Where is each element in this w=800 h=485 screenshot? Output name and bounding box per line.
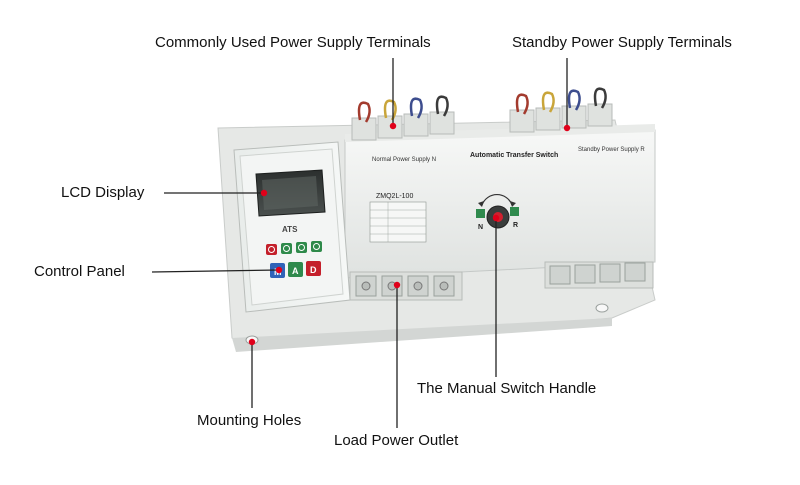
- callout-manual-handle: The Manual Switch Handle: [417, 380, 597, 397]
- red-markers: [248, 122, 571, 346]
- led-button-icon[interactable]: [296, 242, 307, 253]
- callout-mounting-holes: Mounting Holes: [197, 412, 302, 429]
- main-title-label: Automatic Transfer Switch: [470, 152, 558, 159]
- indicator-buttons: [266, 241, 322, 255]
- standby-bottom-terminals: [544, 261, 654, 289]
- load-power-outlet: [349, 271, 463, 301]
- callout-common-terminals: Commonly Used Power Supply Terminals: [155, 34, 431, 51]
- a-button-label: A: [292, 266, 299, 276]
- led-button-icon[interactable]: [266, 244, 277, 255]
- d-button[interactable]: [306, 261, 321, 276]
- standby-supply-terminals: [509, 87, 613, 133]
- model-label: ZMQ2L-100: [376, 193, 413, 200]
- base-plate-lip: [232, 318, 612, 352]
- callout-control-panel: Control Panel: [34, 263, 125, 280]
- leader-lines: [151, 58, 568, 428]
- callout-standby-terminals: Standby Power Supply Terminals: [512, 34, 732, 51]
- led-button-icon[interactable]: [281, 243, 292, 254]
- control-panel-buttons: M A D: [270, 261, 321, 278]
- a-button[interactable]: [288, 262, 303, 277]
- position-n-label: N: [478, 224, 483, 231]
- callout-lcd-display: LCD Display: [61, 184, 145, 201]
- mounting-hole-right: [595, 303, 609, 313]
- d-button-label: D: [310, 265, 317, 275]
- standby-supply-label: Standby Power Supply R: [578, 147, 645, 153]
- leader-control-panel: [151, 269, 279, 273]
- normal-supply-label: Normal Power Supply N: [372, 157, 436, 163]
- callout-load-outlet: Load Power Outlet: [334, 432, 459, 449]
- position-r-label: R: [513, 222, 518, 229]
- ats-label: ATS: [282, 225, 298, 234]
- rating-plate: ZMQ2L-100: [369, 193, 427, 243]
- led-button-icon[interactable]: [311, 241, 322, 252]
